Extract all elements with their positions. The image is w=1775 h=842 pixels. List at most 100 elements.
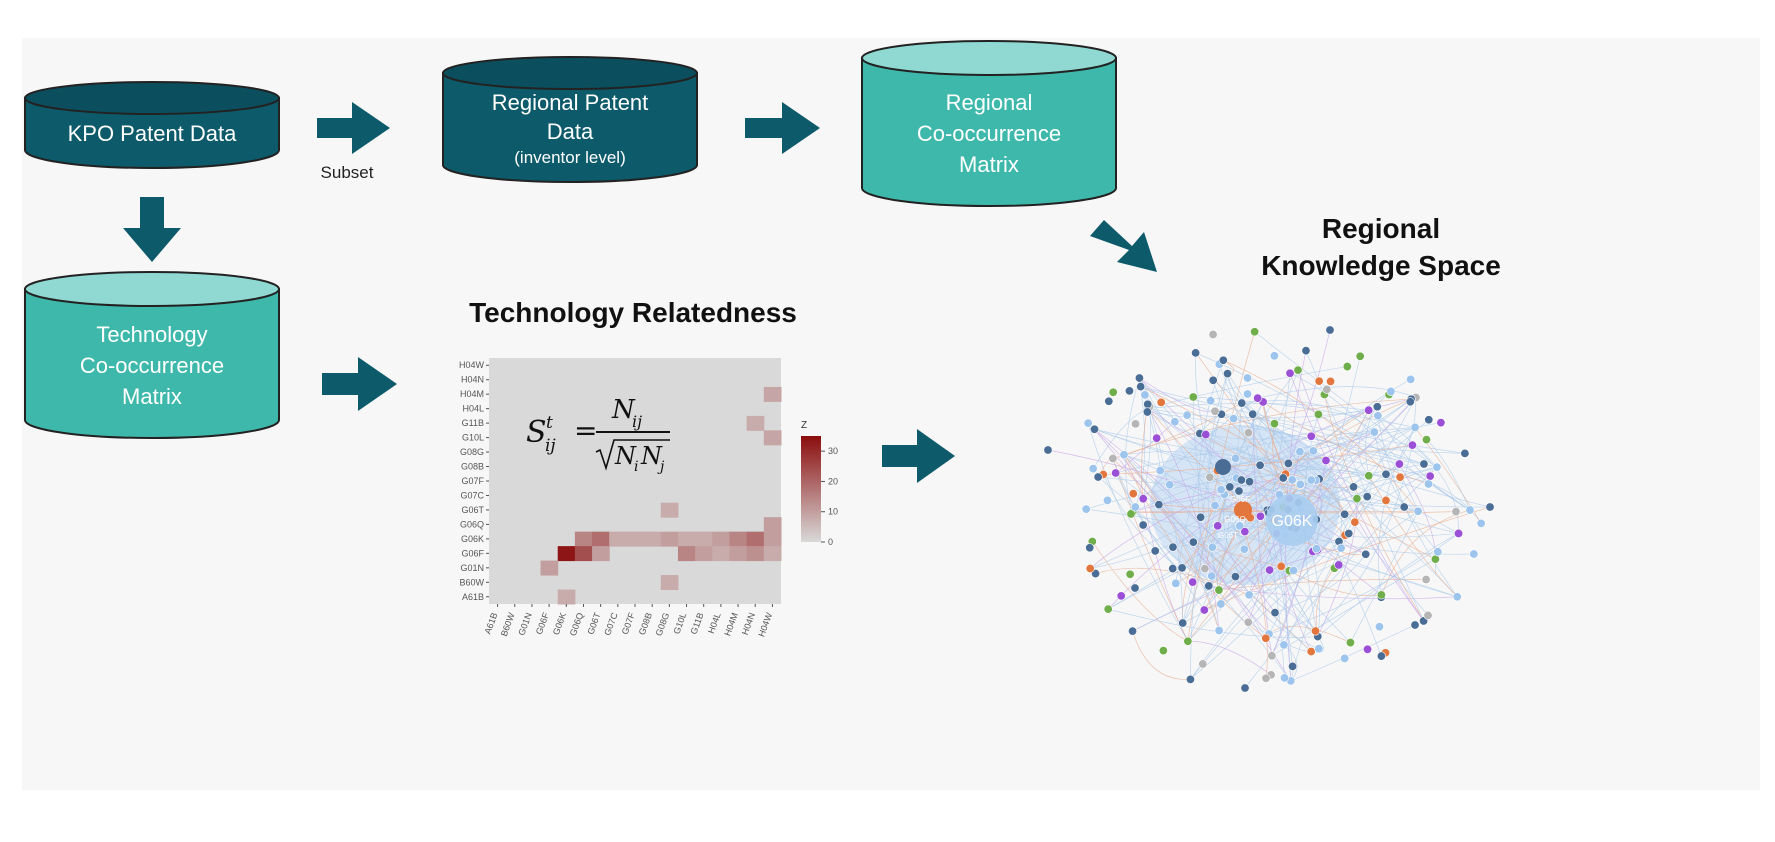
network-node [1081,504,1091,514]
network-edge [1298,397,1417,503]
knowledge-space-title-line2: Knowledge Space [1261,250,1501,281]
network-node [1165,480,1175,490]
network-edge [1208,585,1458,600]
legend-tick-label: 10 [828,507,838,517]
network-edge [1139,377,1161,471]
network-edge [1205,409,1369,440]
network-node [1344,529,1354,539]
heatmap-cell [746,546,765,562]
network-small-label: G06T [1218,531,1238,540]
network-small-label: G06F [1230,495,1250,504]
network-node [1321,456,1331,466]
network-node [1460,448,1470,458]
network-node [1138,520,1148,530]
network-node [1131,419,1141,429]
network-edge [1271,558,1436,657]
network-edge [1147,408,1220,631]
heatmap-cell [729,531,748,547]
network-node [1214,585,1224,595]
network-node [1125,569,1135,579]
network-edge [1373,431,1439,553]
network-node [1089,424,1099,434]
network-edge [1108,608,1318,638]
network-node [1225,482,1235,492]
network-node [1130,583,1140,593]
heatmap-row-label: G11B [462,418,484,428]
network-edge [1350,511,1419,643]
network-edge [1094,429,1270,635]
network-edge [1268,625,1351,643]
regional-patent-label-line1: Regional Patent [492,90,649,115]
network-edge [1412,444,1459,534]
network-node [1381,495,1391,505]
network-edge [1377,415,1438,468]
network-edge [1132,477,1284,513]
network-node [1293,365,1303,375]
network-node [1158,646,1168,656]
network-node [1394,459,1404,469]
network-node [1231,453,1241,463]
network-edge [1199,433,1436,560]
tech-matrix-label-line2: Co-occurrence [80,353,224,378]
network-node [1436,418,1446,428]
heatmap-cell [677,546,696,562]
network-node [1185,674,1195,684]
network-node [1322,384,1332,394]
network-node [1124,386,1134,396]
network-node [1154,500,1164,510]
network-edge [1087,423,1189,642]
relatedness-heatmap: H04WH04NH04MH04LG11BG10LG08GG08BG07FG07C… [459,358,782,638]
network-edge [1280,566,1351,643]
network-edge [1182,541,1202,624]
network-node [1104,396,1114,406]
heatmap-cell [763,517,782,533]
regional-patent-label-line3: (inventor level) [514,148,626,167]
formula-lhs-sub: ij [545,436,556,456]
heatmap-row-label: G10L [462,433,484,443]
network-edge [1317,533,1459,637]
network-node [1289,565,1299,575]
network-edge [1317,498,1358,637]
network-node [1454,528,1464,538]
network-node [1244,590,1254,600]
heatmap-cell [592,531,610,547]
heatmap-col-label: B60W [499,611,517,638]
heatmap-col-label: G11B [689,611,706,635]
network-node [1406,374,1416,384]
heatmap-cell [695,546,713,562]
network-node [1270,608,1280,618]
network-node [1308,446,1318,456]
network-node [1372,402,1382,412]
network-edge [1132,466,1438,632]
formula-denominator-sub2: j [657,459,665,475]
network-node [1395,472,1405,482]
network-edge [1195,352,1245,550]
network-node [1476,518,1486,528]
network-node [1206,396,1216,406]
network-node [1424,415,1434,425]
network-edge [1190,534,1346,680]
network-node [1140,390,1150,400]
relatedness-formula: S t ij = N ij N i N j [526,395,670,475]
network-edge [1285,473,1459,534]
network-node [1245,477,1255,487]
network-node [1373,411,1383,421]
network-node [1235,521,1245,531]
network-node [1216,599,1226,609]
heatmap-row-label: A61B [462,592,484,602]
network-node [1381,469,1391,479]
network-node [1155,465,1165,475]
network-node [1279,640,1289,650]
network-node [1311,626,1321,636]
network-node [1234,486,1244,496]
network-node [1349,482,1359,492]
network-node [1485,502,1495,512]
network-node [1128,489,1138,499]
network-node [1413,506,1423,516]
network-node [1301,346,1311,356]
tech-relatedness-title: Technology Relatedness [469,297,797,328]
network-node [1276,561,1286,571]
network-node [1405,397,1415,407]
network-node [1230,572,1240,582]
heatmap-cell [626,531,645,547]
